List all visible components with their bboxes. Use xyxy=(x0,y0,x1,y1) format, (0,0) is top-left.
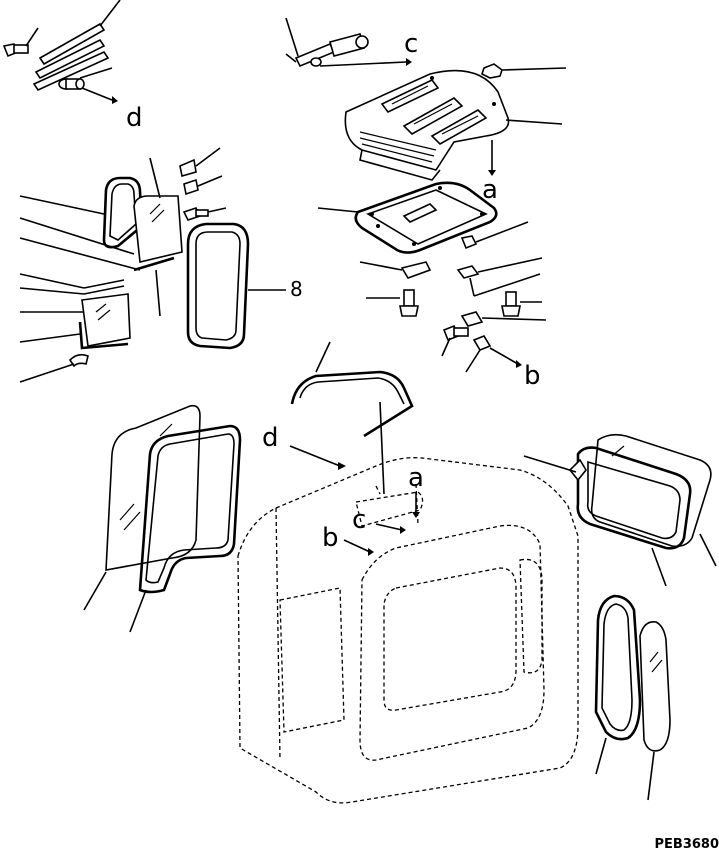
gas-strut xyxy=(285,17,412,68)
callout-a-cab: a xyxy=(408,463,424,493)
bracket-bars xyxy=(32,0,121,92)
roof-vent-grille xyxy=(359,131,437,163)
callout-c-top: c xyxy=(404,29,418,59)
side-window-seal xyxy=(568,446,692,550)
lower-window-glass xyxy=(81,293,131,347)
roof-hatch-group: c a xyxy=(285,17,567,391)
door-clips xyxy=(179,147,227,221)
pin-top-left xyxy=(58,67,118,104)
hatch-frame xyxy=(317,181,498,254)
bolt-top-left xyxy=(2,27,39,58)
latch-small-parts xyxy=(359,221,543,297)
cab-callouts: d a c b xyxy=(262,423,424,556)
bolt-mid-left xyxy=(366,289,419,317)
lower-window-frame xyxy=(78,321,129,350)
bolt-lower-pair xyxy=(441,324,522,373)
bolt-mid-right xyxy=(501,291,542,317)
upper-front-seal xyxy=(290,341,414,495)
door-seal-frame xyxy=(138,424,242,594)
door-window-group: 8 xyxy=(19,147,303,383)
roof-panel xyxy=(344,69,510,181)
callout-d-left: d xyxy=(126,103,143,133)
cab-outline xyxy=(237,457,579,804)
tall-seal-frame xyxy=(186,222,250,350)
door-glass xyxy=(105,404,201,571)
callout-c-cab: c xyxy=(352,505,366,535)
callout-item-8: 8 xyxy=(290,277,303,301)
stopper-block xyxy=(460,311,547,327)
nut-top xyxy=(481,63,567,79)
rear-window-glass xyxy=(639,620,671,752)
rear-window-seal xyxy=(594,594,642,741)
callout-b-cab: b xyxy=(322,523,339,553)
seal-strips xyxy=(83,256,175,295)
left-leader-lines xyxy=(19,157,161,383)
top-left-bracket-group: d xyxy=(2,0,143,133)
callout-a-top: a xyxy=(482,175,498,205)
rear-window-group xyxy=(594,594,671,801)
side-window-glass xyxy=(590,433,712,548)
callout-b-right: b xyxy=(524,361,541,391)
door-glass-assembly xyxy=(83,404,242,633)
callout-d-cab: d xyxy=(262,423,279,453)
upper-window-glass xyxy=(133,195,183,263)
lower-clip xyxy=(68,353,89,368)
side-window-group xyxy=(523,433,717,587)
drawing-reference: PEB3680 xyxy=(655,837,719,852)
